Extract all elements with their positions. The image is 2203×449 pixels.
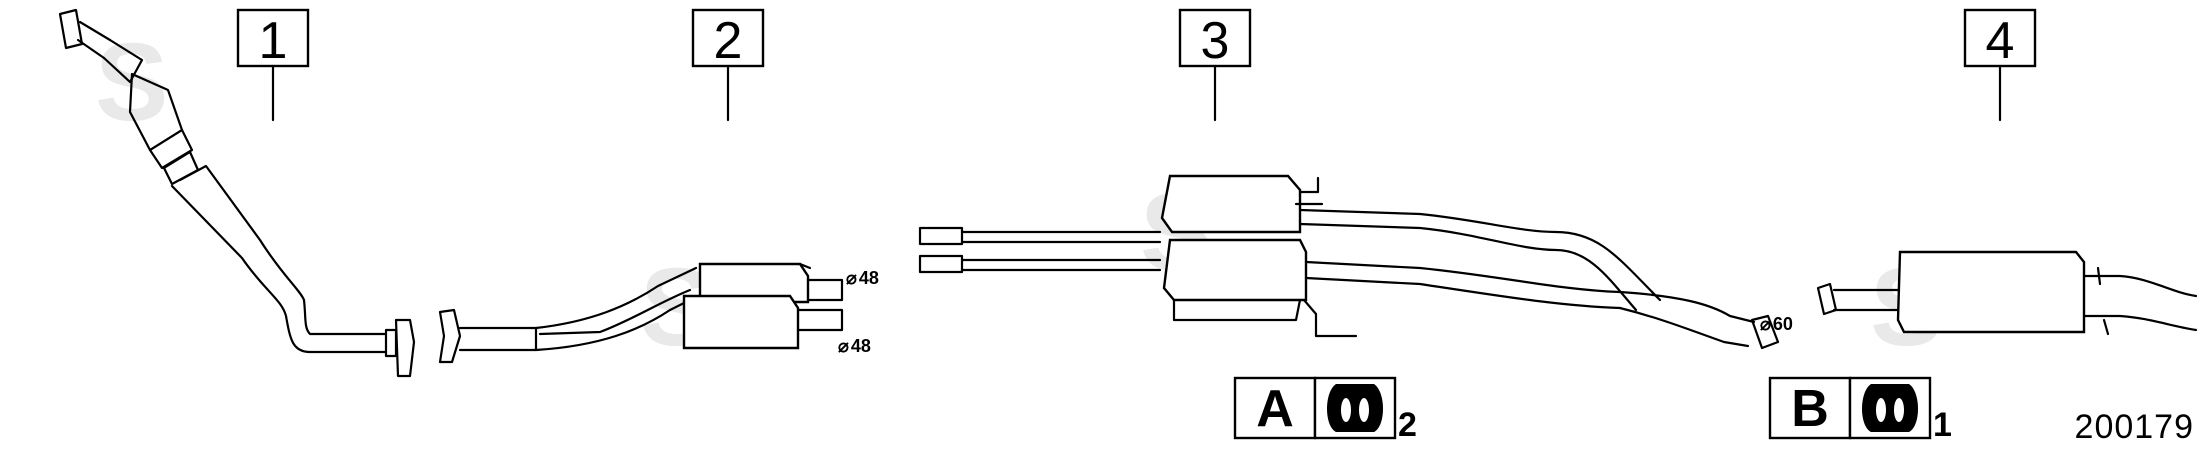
kit-quantity: 1 [1933, 406, 1952, 444]
diameter-label-tail: ⌀60 [1760, 314, 1793, 334]
callout-box [691, 8, 765, 68]
callout-box [236, 8, 310, 68]
part-number-label: 3 [1201, 12, 1230, 70]
kit-a: A 2 [1233, 376, 1417, 444]
watermark-group: S S S S [95, 21, 1943, 369]
part-callout-3: 3 [1178, 8, 1252, 122]
part-number-label: 1 [259, 12, 288, 70]
rubber-hanger-icon [1327, 384, 1383, 432]
diameter-symbol: ⌀ [838, 336, 849, 356]
part-2-middle-silencer-drawing [438, 262, 844, 364]
part-1-front-pipe-drawing [58, 8, 416, 378]
diameter-value: 48 [851, 336, 871, 356]
rubber-hanger-icon [1862, 384, 1918, 432]
diameter-label-upper: ⌀48 [846, 268, 879, 288]
part-3-rear-silencers-drawing [918, 174, 1780, 350]
kit-letter-box [1233, 376, 1317, 440]
kit-letter: A [1256, 380, 1294, 438]
part-number-label: 4 [1986, 12, 2015, 70]
diameter-symbol: ⌀ [1760, 314, 1771, 334]
kit-letter: B [1791, 380, 1829, 438]
callout-box [1963, 8, 2037, 68]
kit-b: B 1 [1768, 376, 1952, 444]
diameter-value: 60 [1773, 314, 1793, 334]
part-callout-2: 2 [691, 8, 765, 122]
part-4-rear-muffler-drawing [1816, 250, 2198, 336]
diameter-value: 48 [859, 268, 879, 288]
part-callout-4: 4 [1963, 8, 2037, 122]
kit-letter-box [1768, 376, 1852, 440]
part-2-diameter-labels: ⌀48 ⌀48 [838, 268, 879, 356]
part-callout-1: 1 [236, 8, 310, 122]
reference-number: 200179 [2075, 408, 2194, 446]
part-number-label: 2 [714, 12, 743, 70]
kit-quantity: 2 [1398, 406, 1417, 444]
diameter-label-lower: ⌀48 [838, 336, 871, 356]
diameter-symbol: ⌀ [846, 268, 857, 288]
